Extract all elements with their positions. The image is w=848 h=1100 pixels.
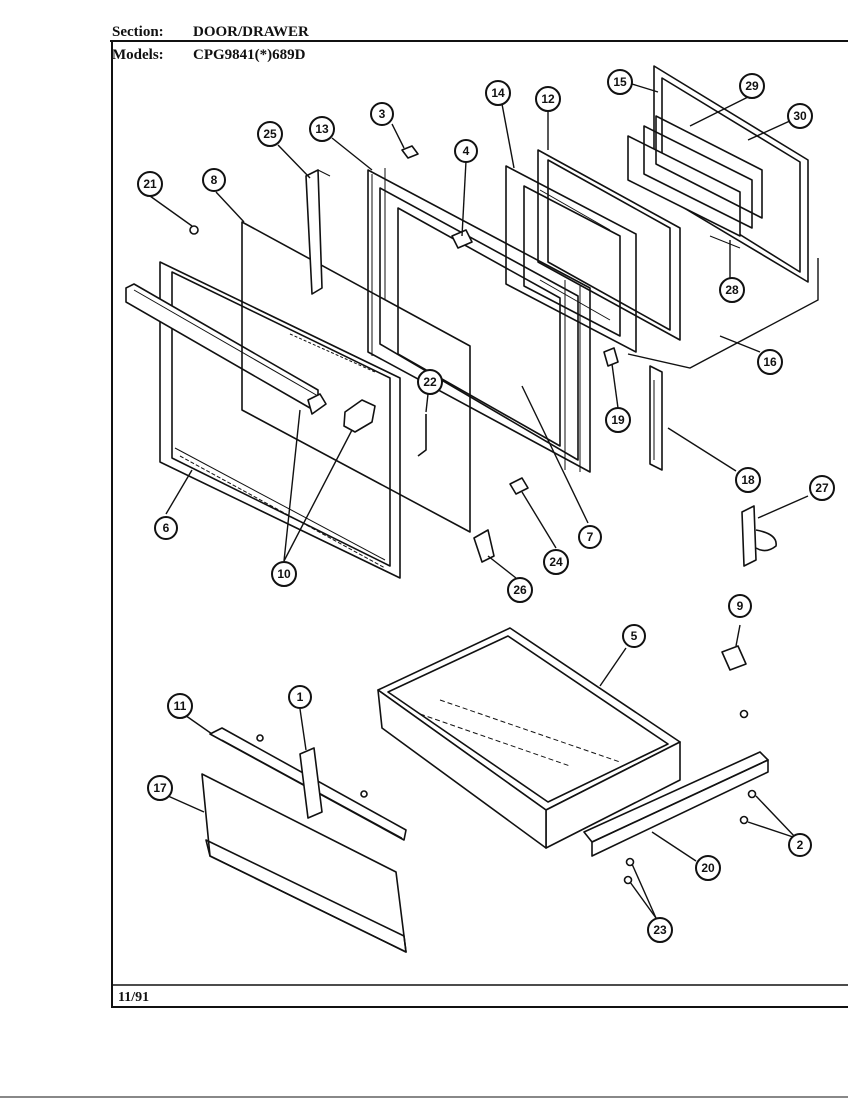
callout-22-label: 22 — [423, 375, 437, 389]
trim-strip — [305, 169, 331, 295]
callout-24: 24 — [543, 549, 569, 575]
callout-29-label: 29 — [745, 79, 759, 93]
screw-21 — [189, 225, 199, 235]
roller-9 — [721, 645, 747, 671]
callout-4: 4 — [454, 139, 478, 163]
models-value: CPG9841(*)689D — [193, 47, 306, 63]
callout-1-label: 1 — [297, 690, 304, 704]
callout-18: 18 — [735, 467, 761, 493]
callout-17: 17 — [147, 775, 173, 801]
hinge-27 — [741, 505, 777, 567]
callout-8: 8 — [202, 168, 226, 192]
door-clip — [451, 229, 473, 249]
callout-7: 7 — [578, 525, 602, 549]
callout-18-label: 18 — [741, 473, 755, 487]
drawer-handle-1 — [299, 747, 323, 819]
callout-17-label: 17 — [153, 781, 167, 795]
door-glass — [241, 221, 471, 533]
handle-brackets — [307, 393, 376, 433]
callout-23: 23 — [647, 917, 673, 943]
callout-28-label: 28 — [725, 283, 739, 297]
section-label: Section: — [112, 24, 164, 40]
callout-12: 12 — [535, 86, 561, 112]
callout-22: 22 — [417, 369, 443, 395]
callout-19: 19 — [605, 407, 631, 433]
section-value: DOOR/DRAWER — [193, 24, 309, 40]
callout-26-label: 26 — [513, 583, 527, 597]
callout-14: 14 — [485, 80, 511, 106]
callout-4-label: 4 — [463, 144, 470, 158]
callout-25: 25 — [257, 121, 283, 147]
callout-15-label: 15 — [613, 75, 627, 89]
drawer-front — [201, 773, 407, 953]
callout-10: 10 — [271, 561, 297, 587]
callout-21: 21 — [137, 171, 163, 197]
callout-3: 3 — [370, 102, 394, 126]
callout-25-label: 25 — [263, 127, 277, 141]
callout-1: 1 — [288, 685, 312, 709]
callout-28: 28 — [719, 277, 745, 303]
callout-27: 27 — [809, 475, 835, 501]
bracket-26 — [473, 529, 495, 563]
callout-8-label: 8 — [211, 173, 218, 187]
callout-9: 9 — [728, 594, 752, 618]
callout-19-label: 19 — [611, 413, 625, 427]
callout-5: 5 — [622, 624, 646, 648]
callout-6-label: 6 — [163, 521, 170, 535]
callout-29: 29 — [739, 73, 765, 99]
callout-12-label: 12 — [541, 92, 555, 106]
callout-30: 30 — [787, 103, 813, 129]
screw-19 — [603, 347, 619, 367]
callout-5-label: 5 — [631, 629, 638, 643]
small-bumper — [401, 145, 419, 159]
callout-27-label: 27 — [815, 481, 829, 495]
callout-16-label: 16 — [763, 355, 777, 369]
callout-3-label: 3 — [379, 107, 386, 121]
clip-22 — [417, 414, 427, 457]
callout-13-label: 13 — [315, 122, 329, 136]
leader-lines — [149, 83, 809, 919]
drawer-rail — [583, 751, 769, 857]
callout-6: 6 — [154, 516, 178, 540]
insulation-plates — [627, 115, 763, 249]
callout-16: 16 — [757, 349, 783, 375]
callout-11: 11 — [167, 693, 193, 719]
callout-30-label: 30 — [793, 109, 807, 123]
callout-2: 2 — [788, 833, 812, 857]
inner-liner — [537, 149, 681, 341]
callout-14-label: 14 — [491, 86, 505, 100]
callout-21-label: 21 — [143, 177, 157, 191]
callout-11-label: 11 — [174, 699, 187, 713]
page-frame — [0, 40, 848, 1098]
callout-10-label: 10 — [277, 567, 291, 581]
callout-20-label: 20 — [701, 861, 715, 875]
assembly-bracket-line — [627, 258, 819, 369]
callout-20: 20 — [695, 855, 721, 881]
drawer-body — [377, 627, 681, 849]
callout-2-label: 2 — [797, 838, 804, 852]
inner-door-frame — [367, 168, 591, 473]
callout-15: 15 — [607, 69, 633, 95]
callout-24-label: 24 — [549, 555, 563, 569]
callout-23-label: 23 — [653, 923, 667, 937]
callout-7-label: 7 — [587, 530, 594, 544]
callout-13: 13 — [309, 116, 335, 142]
hinge-channel — [649, 365, 663, 471]
door-liner — [505, 165, 637, 353]
footer-date: 11/91 — [118, 990, 150, 1005]
models-label: Models: — [112, 47, 164, 63]
bumper-24 — [509, 477, 529, 495]
drawer-screws — [623, 709, 757, 885]
callout-26: 26 — [507, 577, 533, 603]
callout-9-label: 9 — [737, 599, 744, 613]
